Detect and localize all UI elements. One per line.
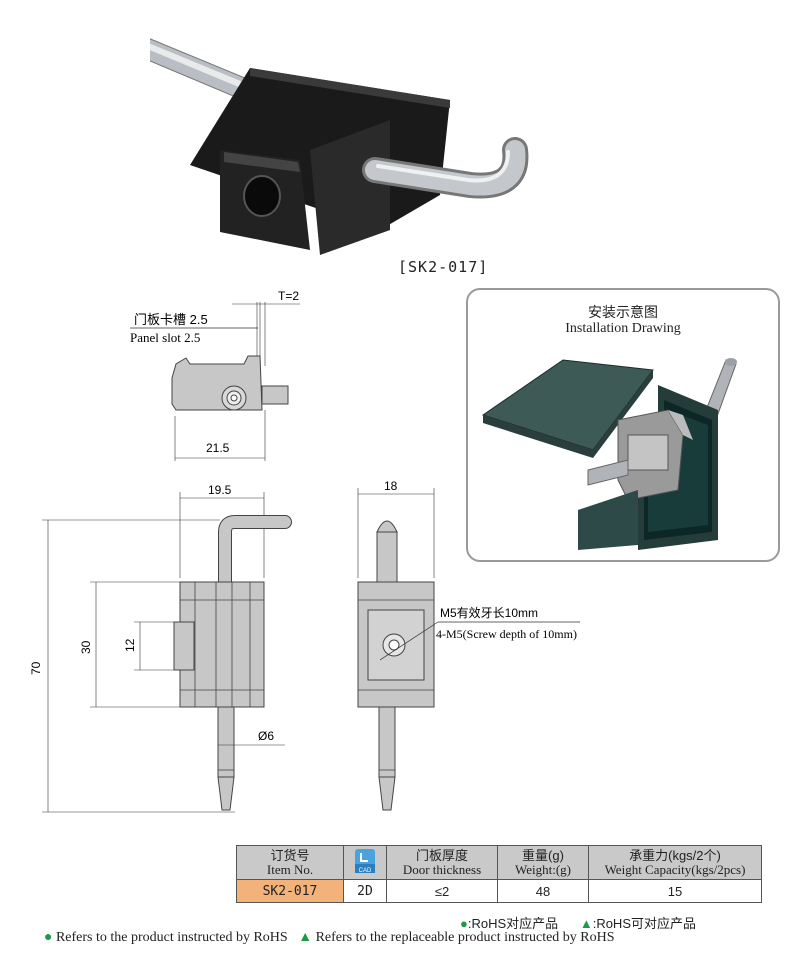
body-height-dim: 30 — [79, 640, 93, 654]
thickness-label: T=2 — [278, 289, 299, 303]
diameter-dim: Ø6 — [258, 729, 274, 743]
rohs-dot-icon: ● — [44, 930, 53, 945]
installation-title-cn: 安装示意图 — [588, 304, 658, 320]
legend-rohs-en: Refers to the product instructed by RoHS — [55, 930, 288, 945]
top-width-dim: 21.5 — [206, 441, 230, 455]
front-width-dim: 19.5 — [208, 483, 232, 497]
cell-capacity: 15 — [588, 879, 762, 903]
slot-height-dim: 12 — [123, 638, 137, 652]
spec-table: 订货号 Item No. CAD 门板厚度 Door thickness 重量(… — [236, 845, 762, 903]
legend-rohs-cn: :RoHS对应产品 — [467, 916, 559, 931]
header-item-no: 订货号 Item No. — [236, 845, 344, 880]
product-photo — [150, 38, 529, 255]
svg-text:CAD: CAD — [359, 868, 372, 874]
rohs-dot-icon: ● — [460, 916, 468, 931]
screw-en: 4-M5(Screw depth of 10mm) — [436, 627, 577, 641]
panel-slot-cn: 门板卡槽 2.5 — [134, 312, 208, 327]
total-height-dim: 70 — [30, 661, 43, 675]
screw-cn: M5有效牙长10mm — [440, 605, 538, 620]
legend-en: ● Refers to the product instructed by Ro… — [44, 930, 615, 946]
front-view-drawing: 19.5 70 30 12 Ø6 — [30, 483, 292, 813]
table-row: SK2-017 2D ≤2 48 15 — [236, 879, 762, 903]
side-width-dim: 18 — [384, 479, 398, 493]
header-capacity: 承重力(kgs/2个) Weight Capacity(kgs/2pcs) — [588, 845, 762, 880]
table-header-row: 订货号 Item No. CAD 门板厚度 Door thickness 重量(… — [236, 845, 762, 880]
rohs-triangle-icon: ▲ — [298, 930, 313, 945]
side-view-drawing: 18 M5有效牙长10mm 4-M5(Screw depth of 10mm) — [357, 479, 580, 811]
panel-slot-en: Panel slot 2.5 — [130, 330, 200, 345]
rohs-triangle-icon: ▲ — [579, 916, 593, 931]
header-weight: 重量(g) Weight:(g) — [497, 845, 589, 880]
installation-title-en: Installation Drawing — [565, 321, 681, 336]
cell-weight: 48 — [497, 879, 589, 903]
legend-cn: ●:RoHS对应产品 ▲:RoHS可对应产品 — [460, 913, 696, 932]
model-label: [SK2-017] — [398, 258, 489, 276]
cell-item-no: SK2-017 — [236, 879, 344, 903]
legend-rohs-replace-cn: :RoHS可对应产品 — [592, 916, 696, 931]
header-cad: CAD — [343, 845, 387, 880]
cad-icon: CAD — [355, 849, 375, 874]
top-view-drawing: 门板卡槽 2.5 Panel slot 2.5 T=2 21.5 — [130, 289, 300, 461]
header-door-thickness: 门板厚度 Door thickness — [386, 845, 498, 880]
legend-rohs-replace-en: Refers to the replaceable product instru… — [315, 930, 615, 945]
installation-drawing-panel: 安装示意图 Installation Drawing — [466, 288, 780, 562]
installation-illustration — [481, 358, 737, 550]
cell-cad[interactable]: 2D — [343, 879, 387, 903]
cell-door-thickness: ≤2 — [386, 879, 498, 903]
